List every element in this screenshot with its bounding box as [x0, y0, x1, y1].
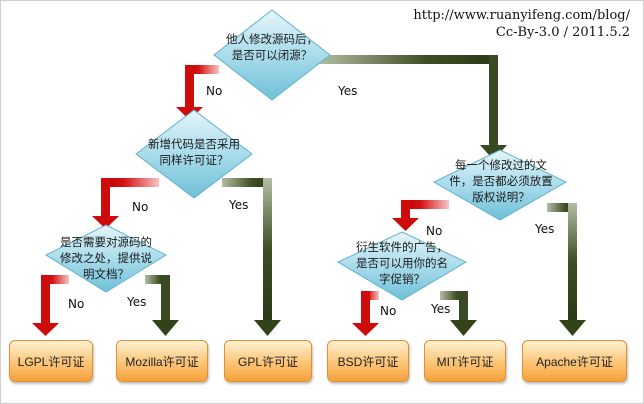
q5-line-3: 字促销？	[379, 272, 425, 286]
q1-diamond	[213, 9, 331, 101]
q2-diamond	[135, 109, 253, 199]
q2-line-1: 新增代码是否采用	[148, 137, 240, 151]
q4-text: 每一个修改过的文 件，是否都必须放置 版权说明？	[436, 157, 566, 205]
q3-diamond	[44, 224, 168, 293]
license-lgpl: LGPL许可证	[9, 340, 93, 382]
q2-line-2: 同样许可证？	[159, 153, 229, 167]
q2-text: 新增代码是否采用 同样许可证？	[134, 136, 254, 168]
q2-yes-label: Yes	[229, 198, 249, 212]
q4-diamond	[432, 149, 568, 221]
q3-no-arrow	[32, 275, 69, 336]
q5-yes-label: Yes	[431, 302, 451, 316]
q1-text: 他人修改源码后， 是否可以闭源？	[212, 31, 332, 63]
q1-no-label: No	[206, 84, 223, 98]
q2-no-arrow	[92, 178, 159, 229]
q3-line-3: 明文档？	[83, 267, 129, 281]
license-bsd: BSD许可证	[327, 340, 409, 382]
q4-yes-label: Yes	[535, 222, 555, 236]
license-gpl: GPL许可证	[224, 340, 312, 382]
q3-no-label: No	[68, 297, 85, 311]
q4-line-1: 每一个修改过的文	[455, 158, 547, 172]
q5-yes-arrow	[440, 291, 477, 336]
q1-line-2: 是否可以闭源？	[231, 48, 313, 62]
q1-yes-label: Yes	[338, 84, 358, 98]
q5-line-2: 是否可以用你的名	[356, 256, 448, 270]
q1-yes-arrow	[318, 55, 507, 160]
q2-yes-arrow	[222, 178, 281, 336]
q3-line-2: 修改之处，提供说	[60, 251, 152, 265]
q4-line-2: 件，是否都必须放置	[449, 174, 553, 188]
license-mit: MIT许可证	[424, 340, 506, 382]
q4-no-label: No	[426, 224, 443, 238]
q3-yes-arrow	[145, 275, 179, 336]
credit-license: Cc-By-3.0 / 2011.5.2	[495, 25, 630, 40]
license-apache: Apache许可证	[522, 340, 627, 382]
q2-no-label: No	[132, 200, 149, 214]
q5-line-1: 衍生软件的广告，	[356, 240, 448, 254]
q5-no-arrow	[352, 291, 379, 336]
q5-text: 衍生软件的广告， 是否可以用你的名 字促销？	[338, 239, 466, 287]
q5-no-label: No	[380, 304, 397, 318]
q5-diamond	[336, 231, 468, 301]
q4-line-3: 版权说明？	[472, 190, 530, 204]
q3-line-1: 是否需要对源码的	[60, 235, 152, 249]
q3-text: 是否需要对源码的 修改之处，提供说 明文档？	[46, 234, 166, 282]
license-mozilla: Mozilla许可证	[116, 340, 208, 382]
q3-yes-label: Yes	[127, 295, 147, 309]
q4-no-arrow	[392, 200, 449, 231]
credit-url: http://www.ruanyifeng.com/blog/	[413, 8, 630, 23]
q4-yes-arrow	[547, 203, 586, 336]
q1-line-1: 他人修改源码后，	[226, 32, 318, 46]
